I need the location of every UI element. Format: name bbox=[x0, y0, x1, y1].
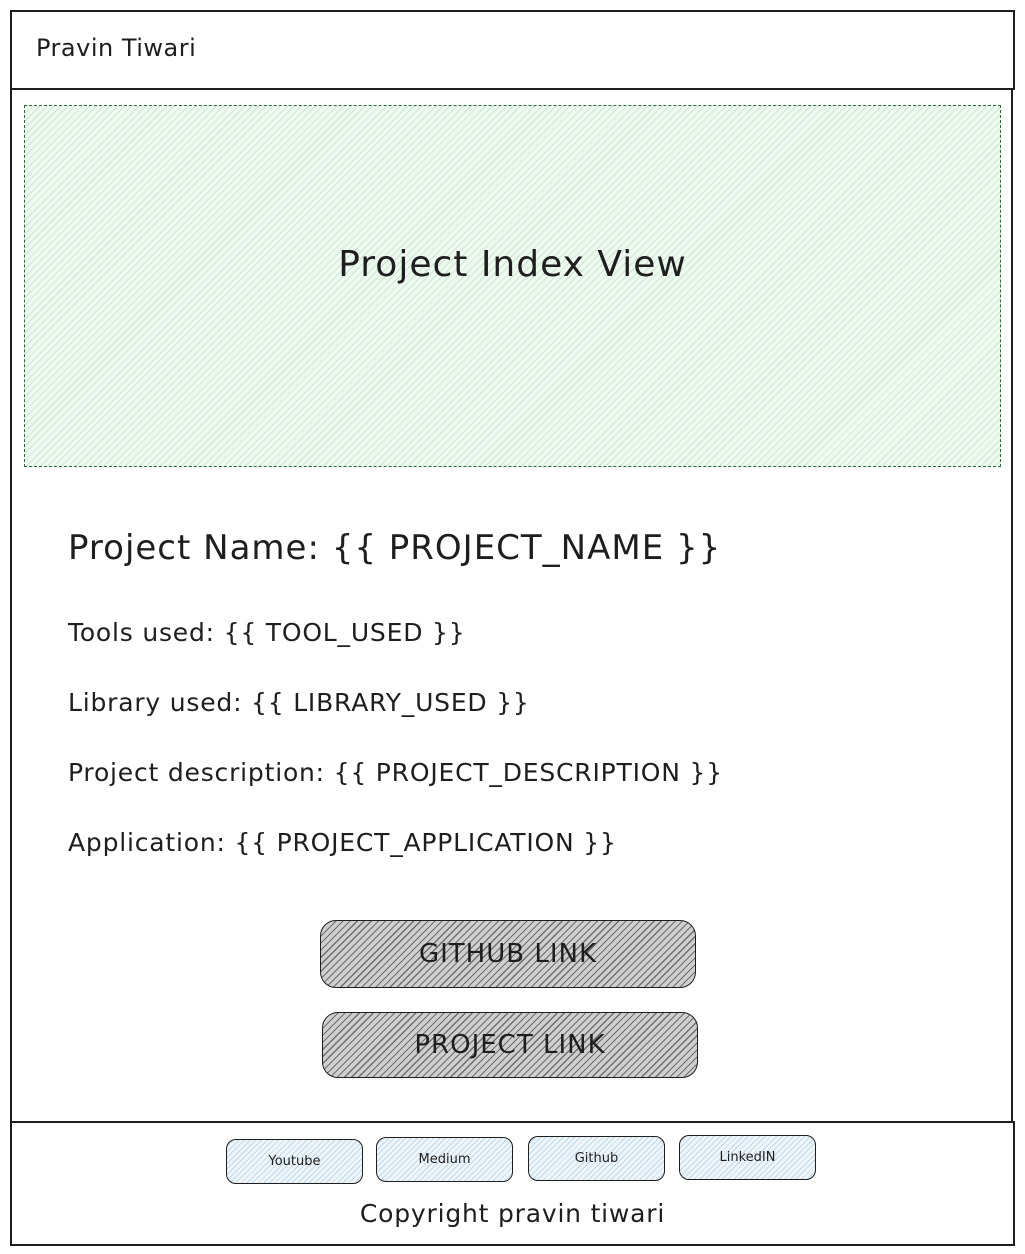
hero-label: Project Index View bbox=[338, 244, 687, 285]
project-details: Project Name: {{ PROJECT_NAME }} Tools u… bbox=[68, 528, 723, 898]
project-link-label: PROJECT LINK bbox=[414, 1030, 606, 1060]
copyright-text: Copyright pravin tiwari bbox=[359, 1199, 666, 1228]
project-link-button[interactable]: PROJECT LINK bbox=[322, 1012, 698, 1078]
github-link-button[interactable]: GITHUB LINK bbox=[320, 920, 696, 988]
header-bar: Pravin Tiwari bbox=[10, 10, 1015, 90]
youtube-button[interactable]: Youtube bbox=[226, 1139, 363, 1184]
site-title[interactable]: Pravin Tiwari bbox=[36, 34, 197, 62]
youtube-label: Youtube bbox=[268, 1154, 321, 1169]
library-used-text: Library used: {{ LIBRARY_USED }} bbox=[68, 688, 530, 717]
github-link-label: GITHUB LINK bbox=[418, 939, 598, 969]
footer: Youtube Medium Github LinkedIN Copyright… bbox=[10, 1121, 1015, 1246]
medium-label: Medium bbox=[418, 1152, 471, 1167]
github-label: Github bbox=[574, 1151, 619, 1166]
project-index-view: Project Index View bbox=[24, 105, 1001, 467]
linkedin-button[interactable]: LinkedIN bbox=[679, 1135, 816, 1180]
project-description-text: Project description: {{ PROJECT_DESCRIPT… bbox=[68, 758, 723, 787]
linkedin-label: LinkedIN bbox=[719, 1150, 776, 1165]
medium-button[interactable]: Medium bbox=[376, 1137, 513, 1182]
github-button[interactable]: Github bbox=[528, 1136, 665, 1181]
tools-used-text: Tools used: {{ TOOL_USED }} bbox=[68, 618, 466, 647]
project-name-heading: Project Name: {{ PROJECT_NAME }} bbox=[68, 528, 722, 568]
application-text: Application: {{ PROJECT_APPLICATION }} bbox=[68, 828, 617, 857]
